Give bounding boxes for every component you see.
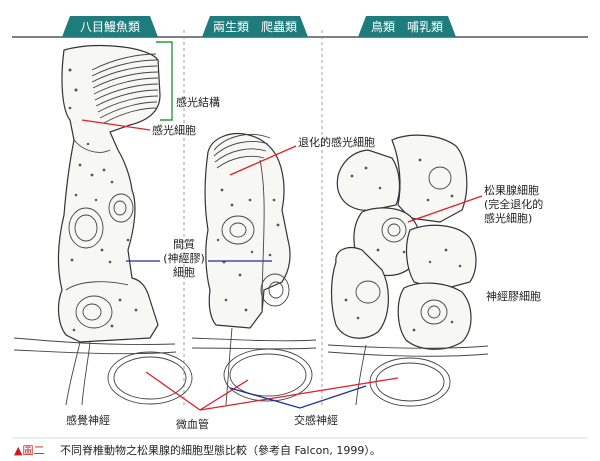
label-pinealocyte-line1: 松果腺細胞: [484, 183, 539, 197]
caption-marker: ▲圖二: [14, 444, 44, 457]
photoreceptive-structure-bracket: [156, 41, 173, 121]
label-photoreceptive-structure: 感光結構: [176, 95, 220, 109]
label-pinealocyte-line2: (完全退化的: [484, 197, 543, 211]
header-fish-label: 八目鰻魚類: [80, 20, 140, 34]
sympathetic-nerve-pointer: [229, 385, 367, 409]
label-photoreceptor-cell: 感光細胞: [152, 123, 196, 137]
label-interstitial-line2: (神經膠): [163, 251, 205, 265]
label-capillary: 微血管: [176, 417, 209, 431]
label-pinealocyte-line3: 感光細胞): [484, 211, 532, 225]
degenerated-photoreceptor-pointer: [229, 145, 297, 176]
label-degenerated-photoreceptor: 退化的感光細胞: [298, 135, 375, 149]
caption-text: 不同脊椎動物之松果腺的細胞型態比較（參考自 Falcon, 1999）。: [60, 443, 381, 457]
header-amphibian-reptile: 兩生類 爬蟲類: [202, 16, 308, 37]
label-sensory-nerve: 感覺神經: [66, 413, 110, 427]
label-glial-cell: 神經膠細胞: [486, 289, 541, 303]
header-amphibian-reptile-label: 兩生類 爬蟲類: [213, 20, 297, 34]
amphibian-photoreceptor-cell: [191, 133, 317, 406]
header-bird-mammal-label: 鳥類 哺乳類: [371, 19, 443, 34]
mammal-pinealocytes: [327, 134, 489, 407]
capillary-pointer-right: [199, 377, 399, 411]
label-interstitial-line1: 間質: [173, 237, 195, 251]
photoreceptor-cell-pointer: [81, 119, 151, 131]
capillary-pointer-middle: [199, 379, 249, 411]
label-interstitial-line3: 細胞: [173, 266, 195, 279]
header-fish: 八目鰻魚類: [62, 16, 158, 37]
capillary-pointer-left: [145, 371, 201, 411]
label-sympathetic-nerve: 交感神經: [294, 413, 338, 427]
pinealocyte-pointer: [407, 195, 483, 223]
header-bird-mammal: 鳥類 哺乳類: [358, 16, 456, 37]
